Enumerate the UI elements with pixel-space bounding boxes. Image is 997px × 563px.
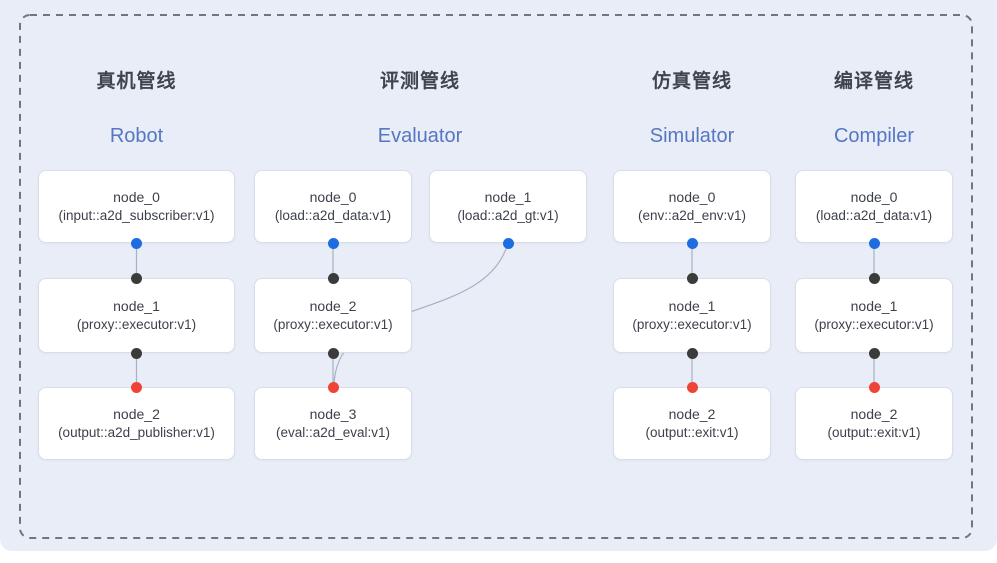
node-box-evaluator-node_0: node_0 (load::a2d_data:v1) (254, 170, 412, 243)
input-port-dot-black (131, 272, 142, 284)
input-port-dot-red (686, 381, 698, 393)
node-name: node_0 (309, 189, 357, 206)
input-port-dot-black (686, 272, 698, 284)
node-name: node_0 (850, 189, 898, 206)
node-box-compiler-node_0: node_0 (load::a2d_data:v1) (795, 170, 953, 243)
output-port-dot-blue (131, 237, 142, 249)
node-name: node_0 (668, 189, 716, 206)
output-port-dot-blue (686, 237, 698, 249)
node-box-robot-node_2: node_2 (output::a2d_publisher:v1) (38, 387, 235, 460)
node-box-robot-node_1: node_1 (proxy::executor:v1) (38, 278, 235, 353)
node-box-evaluator-node_3: node_3 (eval::a2d_eval:v1) (254, 387, 412, 460)
pipeline-title-en-robot: Robot (109, 125, 164, 147)
node-name: node_3 (309, 406, 357, 423)
node-name: node_2 (309, 298, 357, 315)
output-port-dot-black (131, 347, 142, 359)
node-type: (output::exit:v1) (645, 425, 739, 441)
node-type: (eval::a2d_eval:v1) (275, 425, 391, 441)
node-type: (output::exit:v1) (827, 425, 921, 441)
output-port-dot-blue (327, 237, 339, 249)
dashed-border (19, 14, 973, 539)
node-type: (proxy::executor:v1) (76, 317, 197, 333)
node-name: node_2 (113, 406, 160, 423)
node-box-simulator-node_2: node_2 (output::exit:v1) (613, 387, 771, 460)
input-port-dot-red (868, 381, 880, 393)
node-name: node_1 (850, 298, 898, 315)
node-box-evaluator-node_1: node_1 (load::a2d_gt:v1) (429, 170, 587, 243)
output-port-dot-blue (868, 237, 880, 249)
node-type: (env::a2d_env:v1) (637, 208, 747, 224)
node-type: (proxy::executor:v1) (273, 317, 393, 333)
node-type: (output::a2d_publisher:v1) (58, 425, 215, 441)
input-port-dot-red (131, 381, 142, 393)
node-type: (load::a2d_data:v1) (274, 208, 392, 224)
node-box-robot-node_0: node_0 (input::a2d_subscriber:v1) (38, 170, 235, 243)
pipeline-title-zh-robot: 真机管线 (96, 71, 177, 92)
pipeline-title-zh-simulator: 仿真管线 (651, 71, 732, 92)
node-type: (load::a2d_gt:v1) (457, 208, 559, 224)
output-port-dot-black (327, 347, 339, 359)
node-type: (proxy::executor:v1) (632, 317, 752, 333)
pipeline-title-zh-evaluator: 评测管线 (379, 71, 460, 92)
input-port-dot-red (327, 381, 339, 393)
output-port-dot-blue (502, 237, 514, 249)
node-box-simulator-node_1: node_1 (proxy::executor:v1) (613, 278, 771, 353)
node-type: (load::a2d_data:v1) (815, 208, 933, 224)
pipeline-title-zh-compiler: 编译管线 (833, 71, 914, 92)
node-box-simulator-node_0: node_0 (env::a2d_env:v1) (613, 170, 771, 243)
pipeline-title-en-simulator: Simulator (649, 125, 735, 147)
node-name: node_2 (850, 406, 898, 423)
input-port-dot-black (868, 272, 880, 284)
node-box-compiler-node_1: node_1 (proxy::executor:v1) (795, 278, 953, 353)
node-box-compiler-node_2: node_2 (output::exit:v1) (795, 387, 953, 460)
output-port-dot-black (868, 347, 880, 359)
node-name: node_0 (113, 189, 160, 206)
node-type: (proxy::executor:v1) (814, 317, 934, 333)
node-type: (input::a2d_subscriber:v1) (58, 208, 215, 224)
edge-gt-to-eval (333, 242, 509, 388)
node-name: node_2 (668, 406, 716, 423)
node-name: node_1 (484, 189, 532, 206)
node-name: node_1 (668, 298, 716, 315)
pipeline-title-en-compiler: Compiler (833, 125, 915, 147)
pipeline-title-en-evaluator: Evaluator (377, 125, 463, 147)
input-port-dot-black (327, 272, 339, 284)
output-port-dot-black (686, 347, 698, 359)
node-name: node_1 (113, 298, 160, 315)
node-box-evaluator-node_2: node_2 (proxy::executor:v1) (254, 278, 412, 353)
